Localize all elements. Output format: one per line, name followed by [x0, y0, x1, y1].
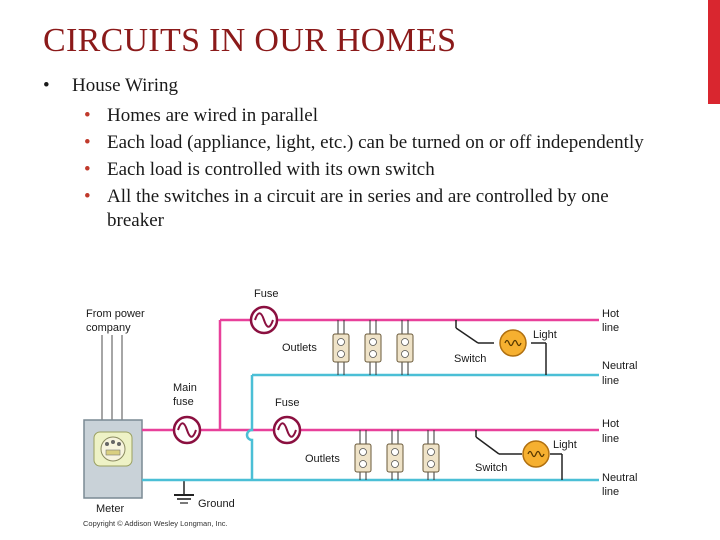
label-hot-line-1: Hot: [602, 308, 619, 320]
bullet-list: • House Wiring •Homes are wired in paral…: [40, 74, 670, 236]
sub-bullet: •All the switches in a circuit are in se…: [84, 186, 609, 231]
label-neutral-line-1b: line: [602, 375, 619, 387]
label-main: Main: [173, 382, 197, 394]
sub-bullet-list: •Homes are wired in parallel •Each load …: [40, 104, 670, 233]
slide-title: CIRCUITS IN OUR HOMES: [43, 22, 457, 59]
hot-wires: [142, 318, 599, 432]
sub-bullet-text: All the switches in a circuit are in ser…: [107, 186, 609, 231]
label-hot-line-2b: line: [602, 433, 619, 445]
sub-bullet-text: Homes are wired in parallel: [107, 105, 319, 126]
label-ground: Ground: [198, 498, 235, 510]
bullet-dot: •: [43, 75, 50, 96]
label-outlets-bottom: Outlets: [305, 453, 340, 465]
branch-fuse-icon: [249, 305, 279, 335]
outlet-icon: [422, 443, 440, 473]
outlet-icon: [364, 333, 382, 363]
label-light-bottom: Light: [553, 439, 577, 451]
main-fuse-icon: [172, 415, 202, 445]
label-neutral-line-1: Neutral: [602, 360, 637, 372]
sub-bullet-text: Each load (appliance, light, etc.) can b…: [107, 132, 644, 153]
light-bulb-icon: [522, 440, 550, 468]
lower-switch-icon: [475, 430, 563, 480]
label-main-fuse: fuse: [173, 396, 194, 408]
label-hot-line-2: Hot: [602, 418, 619, 430]
outlet-icon: [354, 443, 372, 473]
accent-bar: [708, 0, 720, 104]
sub-bullet: •Each load is controlled with its own sw…: [84, 159, 435, 180]
label-outlets-top: Outlets: [282, 342, 317, 354]
house-wiring-diagram: From power company Fuse Main fuse Fuse O…: [83, 288, 637, 528]
label-switch-top: Switch: [454, 353, 486, 365]
meter-assembly: [83, 335, 143, 499]
sub-bullet-text: Each load is controlled with its own swi…: [107, 159, 435, 180]
copyright-notice: Copyright © Addison Wesley Longman, Inc.: [83, 519, 228, 528]
label-switch-bottom: Switch: [475, 462, 507, 474]
label-fuse-top: Fuse: [254, 288, 278, 300]
outlet-icon: [332, 333, 350, 363]
label-from-power: From power: [86, 308, 145, 320]
light-bulb-icon: [499, 329, 527, 357]
upper-switch-icon: [455, 320, 547, 375]
label-light-top: Light: [533, 329, 557, 341]
label-fuse-mid: Fuse: [275, 397, 299, 409]
label-neutral-line-2: Neutral: [602, 472, 637, 484]
bullet-house-wiring: • House Wiring: [40, 74, 670, 98]
sub-bullet: •Homes are wired in parallel: [84, 105, 319, 126]
label-hot-line-1b: line: [602, 322, 619, 334]
neutral-wires: [142, 373, 599, 482]
sub-bullet: •Each load (appliance, light, etc.) can …: [84, 132, 644, 153]
label-from-power-company: company: [86, 322, 131, 334]
branch-fuse-icon: [272, 415, 302, 445]
ground-symbol: [174, 480, 194, 504]
label-neutral-line-2b: line: [602, 486, 619, 498]
outlet-icon: [386, 443, 404, 473]
label-meter: Meter: [96, 503, 124, 515]
outlet-icon: [396, 333, 414, 363]
bullet-text: House Wiring: [72, 75, 179, 96]
